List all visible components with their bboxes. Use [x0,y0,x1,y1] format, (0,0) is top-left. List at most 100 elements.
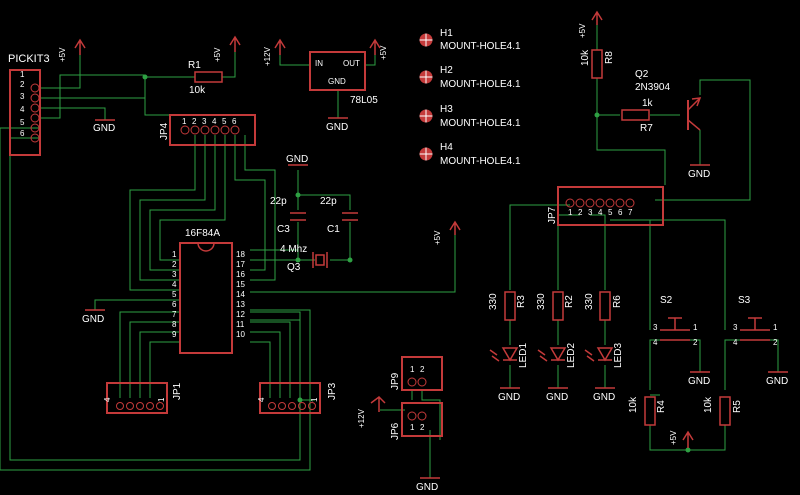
h3-name: H3 [440,104,453,115]
jp6-name: JP6 [390,422,401,440]
jp1-pin-1: 1 [157,397,166,402]
s2-pin-3: 3 [653,323,658,332]
pickit3-connector: PICKIT3 1 2 3 4 5 6 [8,53,50,156]
pickit-pin-1: 1 [20,70,25,79]
regulator-gnd-label: GND [326,122,348,133]
r2-name: R2 [564,295,575,308]
h3-value: MOUNT-HOLE4.1 [440,118,521,129]
c3-value: 22p [270,196,287,207]
jp4-header: 1 2 3 4 5 6 JP4 [159,114,256,146]
mcu-pin-18: 18 [236,250,245,259]
mcu-pin-9: 9 [172,330,177,339]
jp7-pin-5: 5 [608,208,613,217]
pickit-pin-4: 4 [20,105,25,114]
r1-vcc-label: +5V [213,47,222,62]
pickit-pin-3: 3 [20,92,25,101]
jp7-pin-4: 4 [598,208,603,217]
h2-value: MOUNT-HOLE4.1 [440,79,521,90]
pickit-pin-5: 5 [20,118,25,127]
crystal-gnd-label: GND [286,154,308,165]
pickit-gnd-label: GND [93,123,115,134]
jp6-vin-symbol: +12V [357,396,386,428]
mcu-pin-8: 8 [172,320,177,329]
h4-name: H4 [440,142,453,153]
junctions [142,74,691,453]
jp3-header: 4 1 JP3 [257,382,338,414]
mcu-pin-11: 11 [236,320,245,329]
jp9-pin-1: 1 [410,365,415,374]
jp4-pin-3: 3 [202,117,207,126]
regulator-78l05: IN OUT GND 78L05 [309,51,378,106]
mcu-vcc-label: +5V [433,230,442,245]
crystal-name: Q3 [287,262,301,273]
jp7-name: JP7 [547,206,558,224]
jp4-name: JP4 [159,122,170,140]
mcu-pin-16: 16 [236,270,245,279]
led1-gnd-label: GND [498,392,520,403]
h1-value: MOUNT-HOLE4.1 [440,41,521,52]
jp9-header: 1 2 JP9 [390,356,443,391]
switch-vcc-symbol: +5V [669,430,694,448]
mcu-name: 16F84A [185,228,220,239]
r8-resistor: R8 10k [580,49,615,79]
s3-pin-4: 4 [733,338,738,347]
c1-name: C1 [327,224,340,235]
switch-s2: S2 3 4 1 2 GND 10k R4 [628,295,710,426]
jp7-pin-7: 7 [628,208,633,217]
r1-value: 10k [189,85,206,96]
pickit-pin-6: 6 [20,129,25,138]
switch-s3: S3 3 4 1 2 GND 10k R5 [703,295,788,426]
r2-value: 330 [536,293,547,310]
regulator-out: OUT [343,59,360,68]
r5-name: R5 [732,400,743,413]
h1-name: H1 [440,28,453,39]
jp1-header: 4 1 JP1 [103,382,183,414]
jp4-pin-1: 1 [182,117,187,126]
jp4-pin-4: 4 [212,117,217,126]
c3-name: C3 [277,224,290,235]
s3-pin-1: 1 [773,323,778,332]
crystal-network: GND 22p 22p C3 C1 4 Mhz Q3 [270,154,358,273]
jp7-pin-1: 1 [568,208,573,217]
jp4-pin-2: 2 [192,117,197,126]
pickit-pin-2: 2 [20,80,25,89]
jp9-name: JP9 [390,372,401,390]
regulator-gnd-symbol: GND [326,117,348,133]
jp6-gnd-label: GND [416,482,438,493]
pickit-vcc-symbol: +5V [58,38,86,62]
jp4-pin-5: 5 [222,117,227,126]
s2-gnd-label: GND [688,376,710,387]
mcu-pin-1: 1 [172,250,177,259]
led2-name: LED2 [566,343,577,368]
jp9-pin-2: 2 [420,365,425,374]
s2-pin-1: 1 [693,323,698,332]
jp6-gnd-symbol: GND [416,477,440,493]
s3-pin-2: 2 [773,338,778,347]
jp1-pin-4: 4 [103,397,112,402]
jp6-pin-2: 2 [420,423,425,432]
r6-value: 330 [584,293,595,310]
regulator-in: IN [315,59,323,68]
led1-name: LED1 [518,343,529,368]
regulator-name: 78L05 [350,95,378,106]
mcu-pin-13: 13 [236,300,245,309]
mcu-gnd-label: GND [82,314,104,325]
s3-pin-3: 3 [733,323,738,332]
mcu-pin-5: 5 [172,290,177,299]
jp3-name: JP3 [327,382,338,400]
r7-resistor: 1k R7 [621,98,654,134]
r1-resistor: R1 10k [188,60,223,96]
r6-name: R6 [612,295,623,308]
s2-name: S2 [660,295,673,306]
jp4-pin-6: 6 [232,117,237,126]
q2-value: 2N3904 [635,82,670,93]
jp6-vin-label: +12V [357,408,366,428]
r8-name: R8 [604,51,615,64]
led3-name: LED3 [613,343,624,368]
mcu-pin-7: 7 [172,310,177,319]
s3-gnd-label: GND [766,376,788,387]
led-branch-3: 330 R6 LED3 GND [584,291,624,403]
jp7-pin-6: 6 [618,208,623,217]
q2-gnd-symbol: GND [688,164,710,180]
